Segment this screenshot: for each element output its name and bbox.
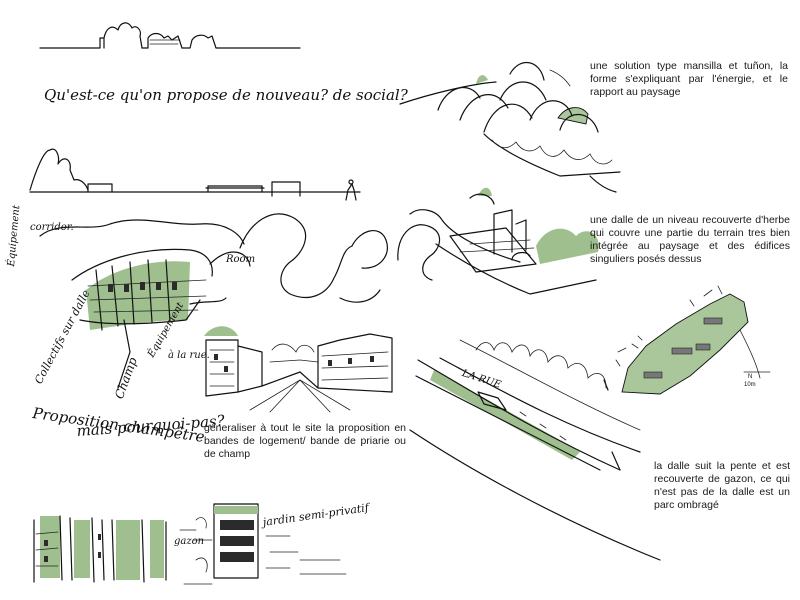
label-corridor: corridor. xyxy=(30,222,74,233)
question-heading: Qu'est-ce qu'on propose de nouveau? de s… xyxy=(44,86,408,104)
dalle-sketch xyxy=(409,187,599,295)
note-mansilla: une solution type mansilla et tuñon, la … xyxy=(590,60,788,98)
plan-green-bands xyxy=(33,515,167,583)
scale-label: 10m xyxy=(744,382,756,388)
jardin-sketch xyxy=(179,503,347,585)
north-label: N xyxy=(748,374,753,380)
skyline-sketch xyxy=(39,22,301,49)
green-bands-perspective xyxy=(39,219,251,389)
label-gazon: gazon xyxy=(174,536,205,547)
note-pente: la dalle suit la pente et est recouverte… xyxy=(654,460,790,511)
note-dalle: une dalle de un niveau recouverte d'herb… xyxy=(590,214,790,265)
vault-roofs-sketch xyxy=(399,62,621,193)
section-sketch xyxy=(29,148,361,201)
sloped-dalle-perspective xyxy=(409,339,661,561)
label-roon: Room xyxy=(226,254,256,265)
site-plan xyxy=(615,285,771,395)
note-generaliser: géneraliser à tout le site la propositio… xyxy=(204,422,406,460)
street-perspective xyxy=(204,326,393,413)
label-rue: à la rue. xyxy=(168,350,210,361)
squiggle-lines xyxy=(239,213,441,303)
